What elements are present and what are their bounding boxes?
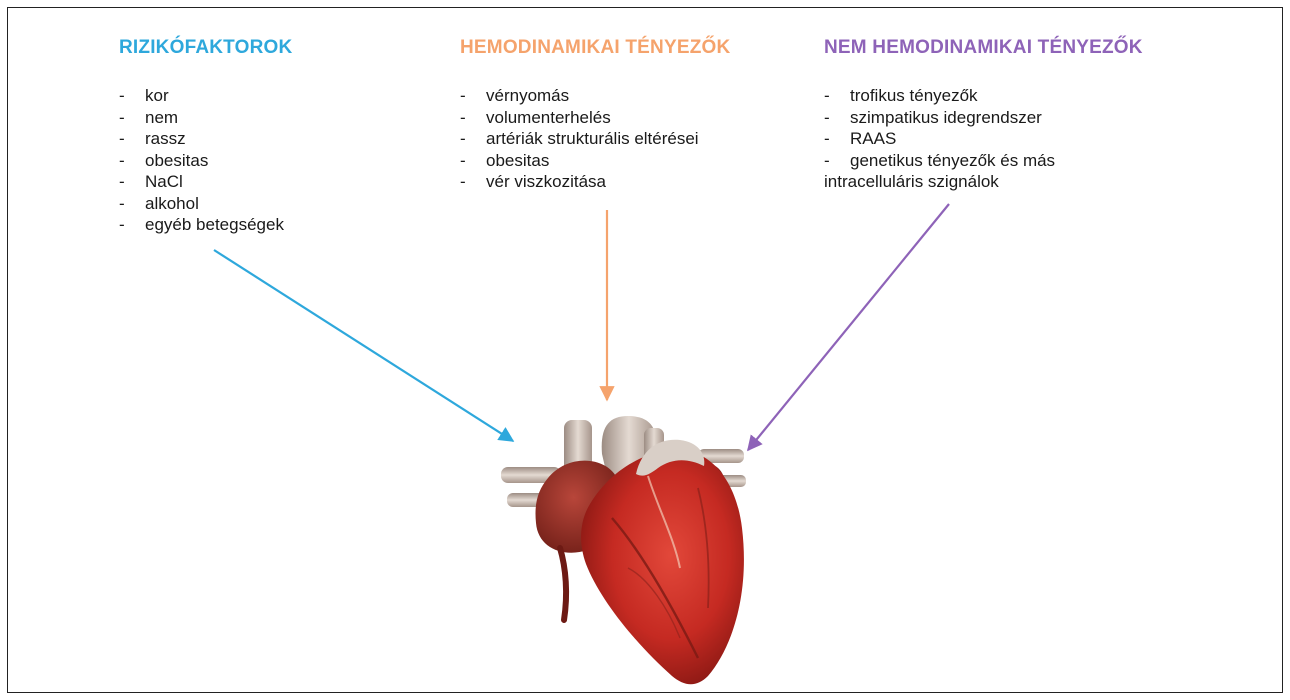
non-hemodynamic-factors-arrow (748, 204, 949, 450)
diagram-frame: RIZIKÓFAKTOROK -kor -nem -rassz -obesita… (7, 7, 1283, 693)
diagram-graphics (8, 8, 1283, 693)
risk-factors-arrow (214, 250, 513, 441)
heart-illustration (501, 416, 746, 684)
